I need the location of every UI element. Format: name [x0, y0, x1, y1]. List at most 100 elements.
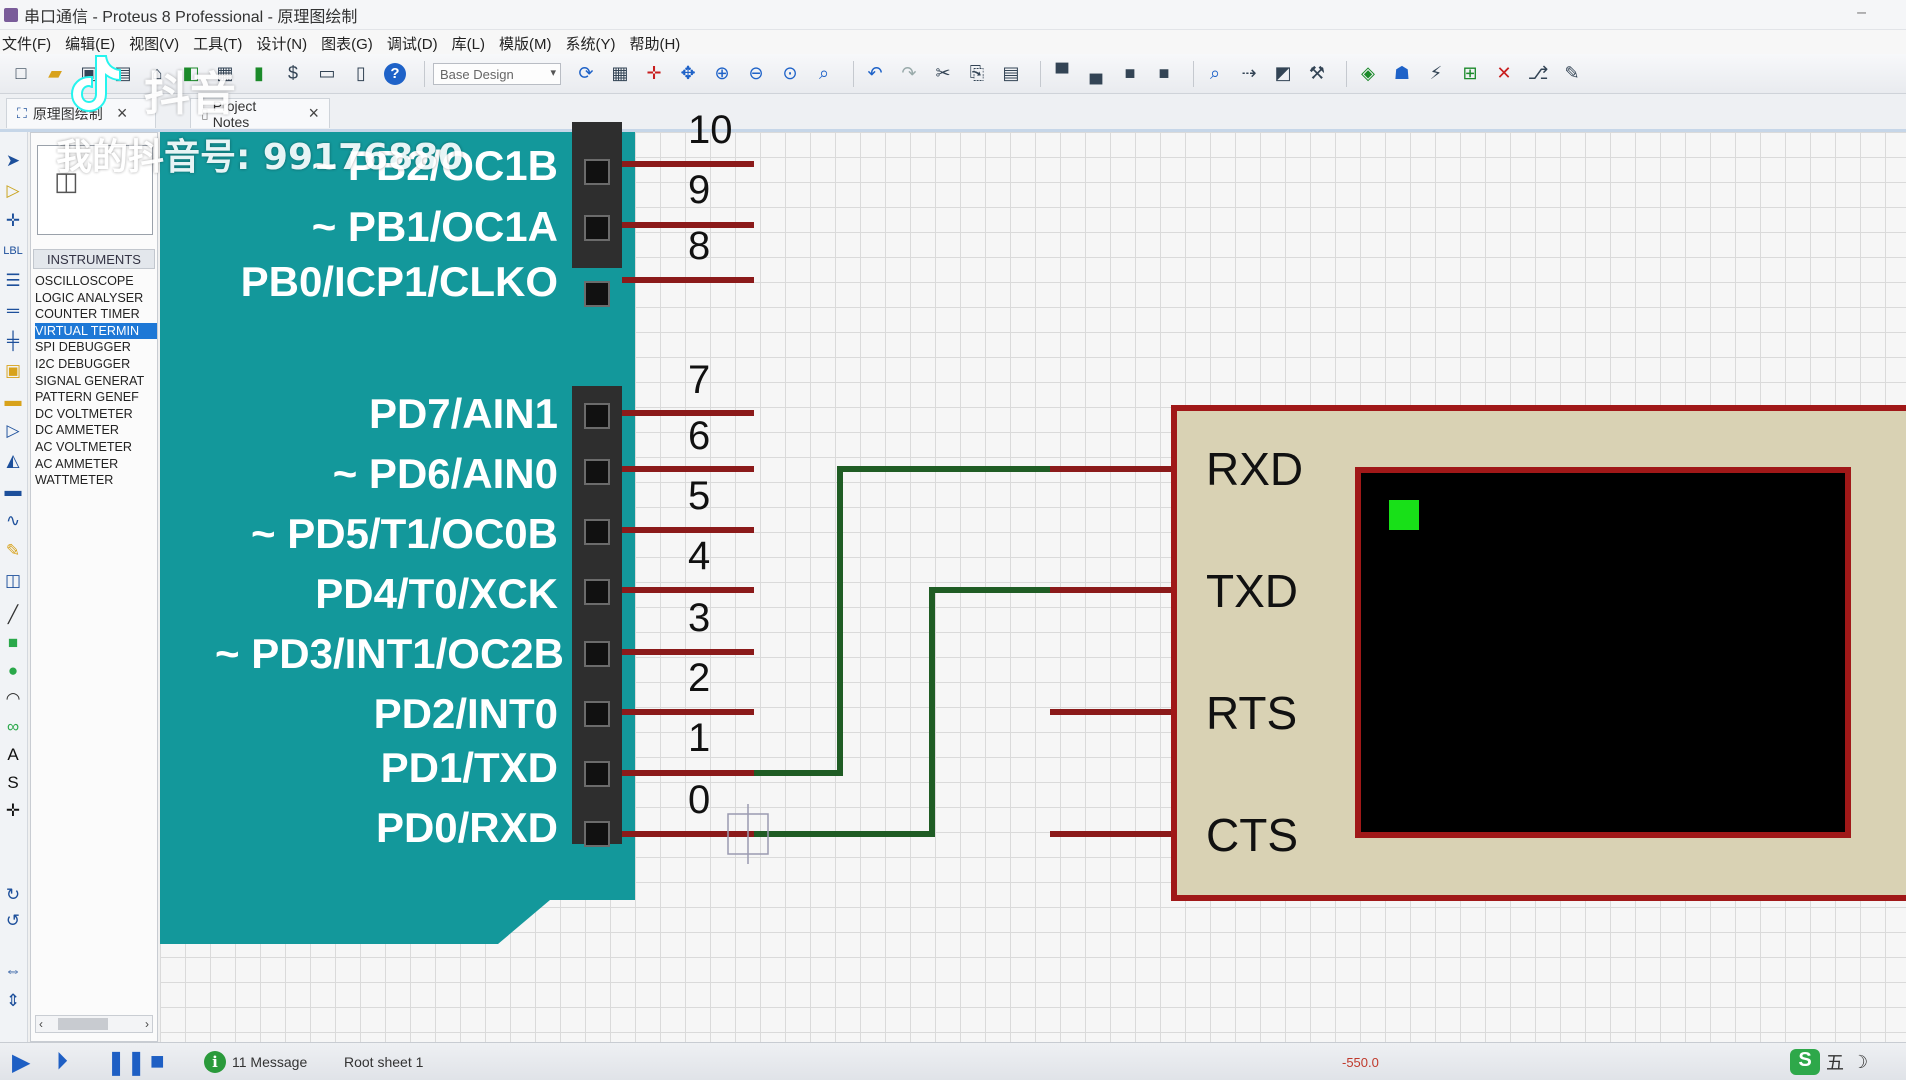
- grid-icon[interactable]: ▦: [611, 63, 629, 83]
- list-item[interactable]: WATTMETER: [35, 473, 114, 488]
- rotate-cw-icon[interactable]: ↻: [5, 885, 21, 904]
- symbol-icon[interactable]: S: [7, 773, 19, 792]
- menu-help[interactable]: 帮助(H): [629, 36, 681, 53]
- new-sheet-icon[interactable]: ⊞: [1462, 63, 1478, 83]
- menu-edit[interactable]: 编辑(E): [65, 36, 116, 53]
- list-item[interactable]: SPI DEBUGGER: [35, 340, 131, 355]
- search-tag-icon[interactable]: ☗: [1393, 63, 1411, 83]
- design-variant-select[interactable]: Base Design ▾: [433, 62, 561, 85]
- selection-mode-icon[interactable]: ➤: [5, 151, 21, 170]
- list-item[interactable]: SIGNAL GENERAT: [35, 373, 145, 388]
- help-icon[interactable]: ?: [382, 61, 408, 87]
- text-draw-icon[interactable]: A: [7, 745, 19, 764]
- pcb-icon[interactable]: ▦: [216, 63, 234, 83]
- wire-autorouter-icon[interactable]: ◈: [1361, 63, 1375, 83]
- decompose-icon[interactable]: ⚒: [1308, 63, 1326, 83]
- menu-design[interactable]: 设计(N): [256, 36, 308, 53]
- circle-draw-icon[interactable]: ●: [7, 661, 19, 680]
- exit-sheet-icon[interactable]: ⎇: [1527, 63, 1549, 83]
- menu-system[interactable]: 系统(Y): [565, 36, 616, 53]
- voltage-probe-icon[interactable]: ∿: [5, 511, 21, 530]
- stop-icon[interactable]: ■: [150, 1048, 165, 1075]
- mirror-y-icon[interactable]: ⇕: [5, 991, 21, 1010]
- list-item[interactable]: DC VOLTMETER: [35, 406, 133, 421]
- list-item[interactable]: I2C DEBUGGER: [35, 356, 131, 371]
- netlist-icon[interactable]: ✎: [1564, 63, 1580, 83]
- bom-icon[interactable]: $: [287, 63, 298, 83]
- notes-icon[interactable]: ▯: [356, 63, 366, 83]
- minimize-button[interactable]: –: [1857, 4, 1866, 21]
- menu-tools[interactable]: 工具(T): [193, 36, 243, 53]
- generator-icon[interactable]: ▬: [4, 481, 22, 500]
- rotate-ccw-icon[interactable]: ↺: [5, 911, 21, 930]
- close-icon[interactable]: ×: [308, 103, 319, 123]
- scrollbar-thumb[interactable]: [58, 1018, 108, 1030]
- cut-icon[interactable]: ✂: [935, 63, 951, 83]
- wire-label-icon[interactable]: LBL: [3, 245, 23, 257]
- menu-view[interactable]: 视图(V): [129, 36, 180, 53]
- virtual-instruments-icon[interactable]: ◫: [4, 571, 22, 590]
- bus-icon[interactable]: ═: [6, 301, 20, 320]
- redo-icon[interactable]: ↷: [901, 63, 917, 83]
- pick-device-icon[interactable]: ⌕: [1209, 63, 1221, 83]
- zoom-in-icon[interactable]: ⊕: [714, 63, 730, 83]
- schematic-canvas[interactable]: ~ PB2/OC1B ~ PB1/OC1A PB0/ICP1/CLKO PD7/…: [160, 108, 1906, 1042]
- pause-icon[interactable]: ❚❚: [106, 1048, 147, 1076]
- list-item[interactable]: DC AMMETER: [35, 423, 119, 438]
- text-script-icon[interactable]: ☰: [5, 271, 21, 290]
- block-rotate-icon[interactable]: ■: [1124, 63, 1136, 83]
- device-pins-icon[interactable]: ▬: [4, 391, 22, 410]
- chevron-right-icon[interactable]: ›: [145, 1017, 149, 1031]
- home-icon[interactable]: ⌂: [151, 63, 163, 83]
- subcircuit-icon[interactable]: ╪: [6, 331, 20, 350]
- list-item[interactable]: OSCILLOSCOPE: [35, 274, 134, 288]
- undo-icon[interactable]: ↶: [867, 63, 883, 83]
- new-file-icon[interactable]: □: [15, 63, 27, 83]
- block-delete-icon[interactable]: ■: [1158, 63, 1170, 83]
- graph-icon[interactable]: ▷: [6, 421, 20, 440]
- message-indicator[interactable]: i 11 Message: [204, 1049, 307, 1075]
- refresh-icon[interactable]: ⟳: [578, 63, 594, 83]
- zoom-area-icon[interactable]: ⌕: [818, 63, 830, 83]
- component-mode-icon[interactable]: ▷: [6, 181, 20, 200]
- origin-icon[interactable]: ✛: [646, 63, 662, 83]
- box-draw-icon[interactable]: ■: [7, 633, 19, 652]
- menu-debug[interactable]: 调试(D): [386, 36, 438, 53]
- open-folder-icon[interactable]: ▰: [48, 63, 62, 83]
- marker-icon[interactable]: ✛: [5, 801, 21, 820]
- zoom-out-icon[interactable]: ⊖: [748, 63, 764, 83]
- line-draw-icon[interactable]: ╱: [7, 605, 19, 624]
- block-copy-icon[interactable]: ▀: [1055, 63, 1069, 83]
- current-probe-icon[interactable]: ✎: [5, 541, 21, 560]
- gerber-icon[interactable]: ▮: [254, 63, 264, 83]
- menu-file[interactable]: 文件(F): [2, 36, 52, 53]
- overview-preview[interactable]: ◫: [37, 145, 153, 235]
- property-tool-icon[interactable]: ⚡: [1429, 63, 1443, 83]
- chevron-left-icon[interactable]: ‹: [39, 1017, 43, 1031]
- list-item[interactable]: AC AMMETER: [35, 456, 119, 471]
- list-item[interactable]: AC VOLTMETER: [35, 439, 133, 454]
- tab-project-notes[interactable]: ▯ Project Notes ×: [190, 98, 330, 130]
- menu-library[interactable]: 库(L): [451, 36, 485, 53]
- packaging-icon[interactable]: ◩: [1274, 63, 1292, 83]
- paste-icon[interactable]: ▤: [1002, 63, 1020, 83]
- menu-graph[interactable]: 图表(G): [321, 36, 373, 53]
- copy-icon[interactable]: ⎘: [969, 63, 985, 83]
- source-icon[interactable]: ▭: [318, 63, 336, 83]
- pan-icon[interactable]: ✥: [680, 63, 696, 83]
- terminals-icon[interactable]: ▣: [4, 361, 22, 380]
- remove-sheet-icon[interactable]: ✕: [1496, 63, 1512, 83]
- list-item[interactable]: COUNTER TIMER: [35, 307, 140, 322]
- mirror-x-icon[interactable]: ⇔: [4, 961, 22, 980]
- play-icon[interactable]: ▶: [12, 1048, 31, 1076]
- block-move-icon[interactable]: ▄: [1089, 63, 1103, 83]
- path-draw-icon[interactable]: ∞: [6, 717, 20, 736]
- menu-template[interactable]: 模版(M): [498, 36, 552, 53]
- close-icon[interactable]: ×: [116, 103, 128, 123]
- zoom-all-icon[interactable]: ⊙: [782, 63, 798, 83]
- tape-recorder-icon[interactable]: ◭: [6, 451, 20, 470]
- arc-draw-icon[interactable]: ◠: [5, 689, 21, 708]
- schematic-icon[interactable]: ◧: [182, 63, 200, 83]
- list-item[interactable]: PATTERN GENEF: [35, 390, 139, 405]
- step-icon[interactable]: ⏵: [56, 1048, 68, 1075]
